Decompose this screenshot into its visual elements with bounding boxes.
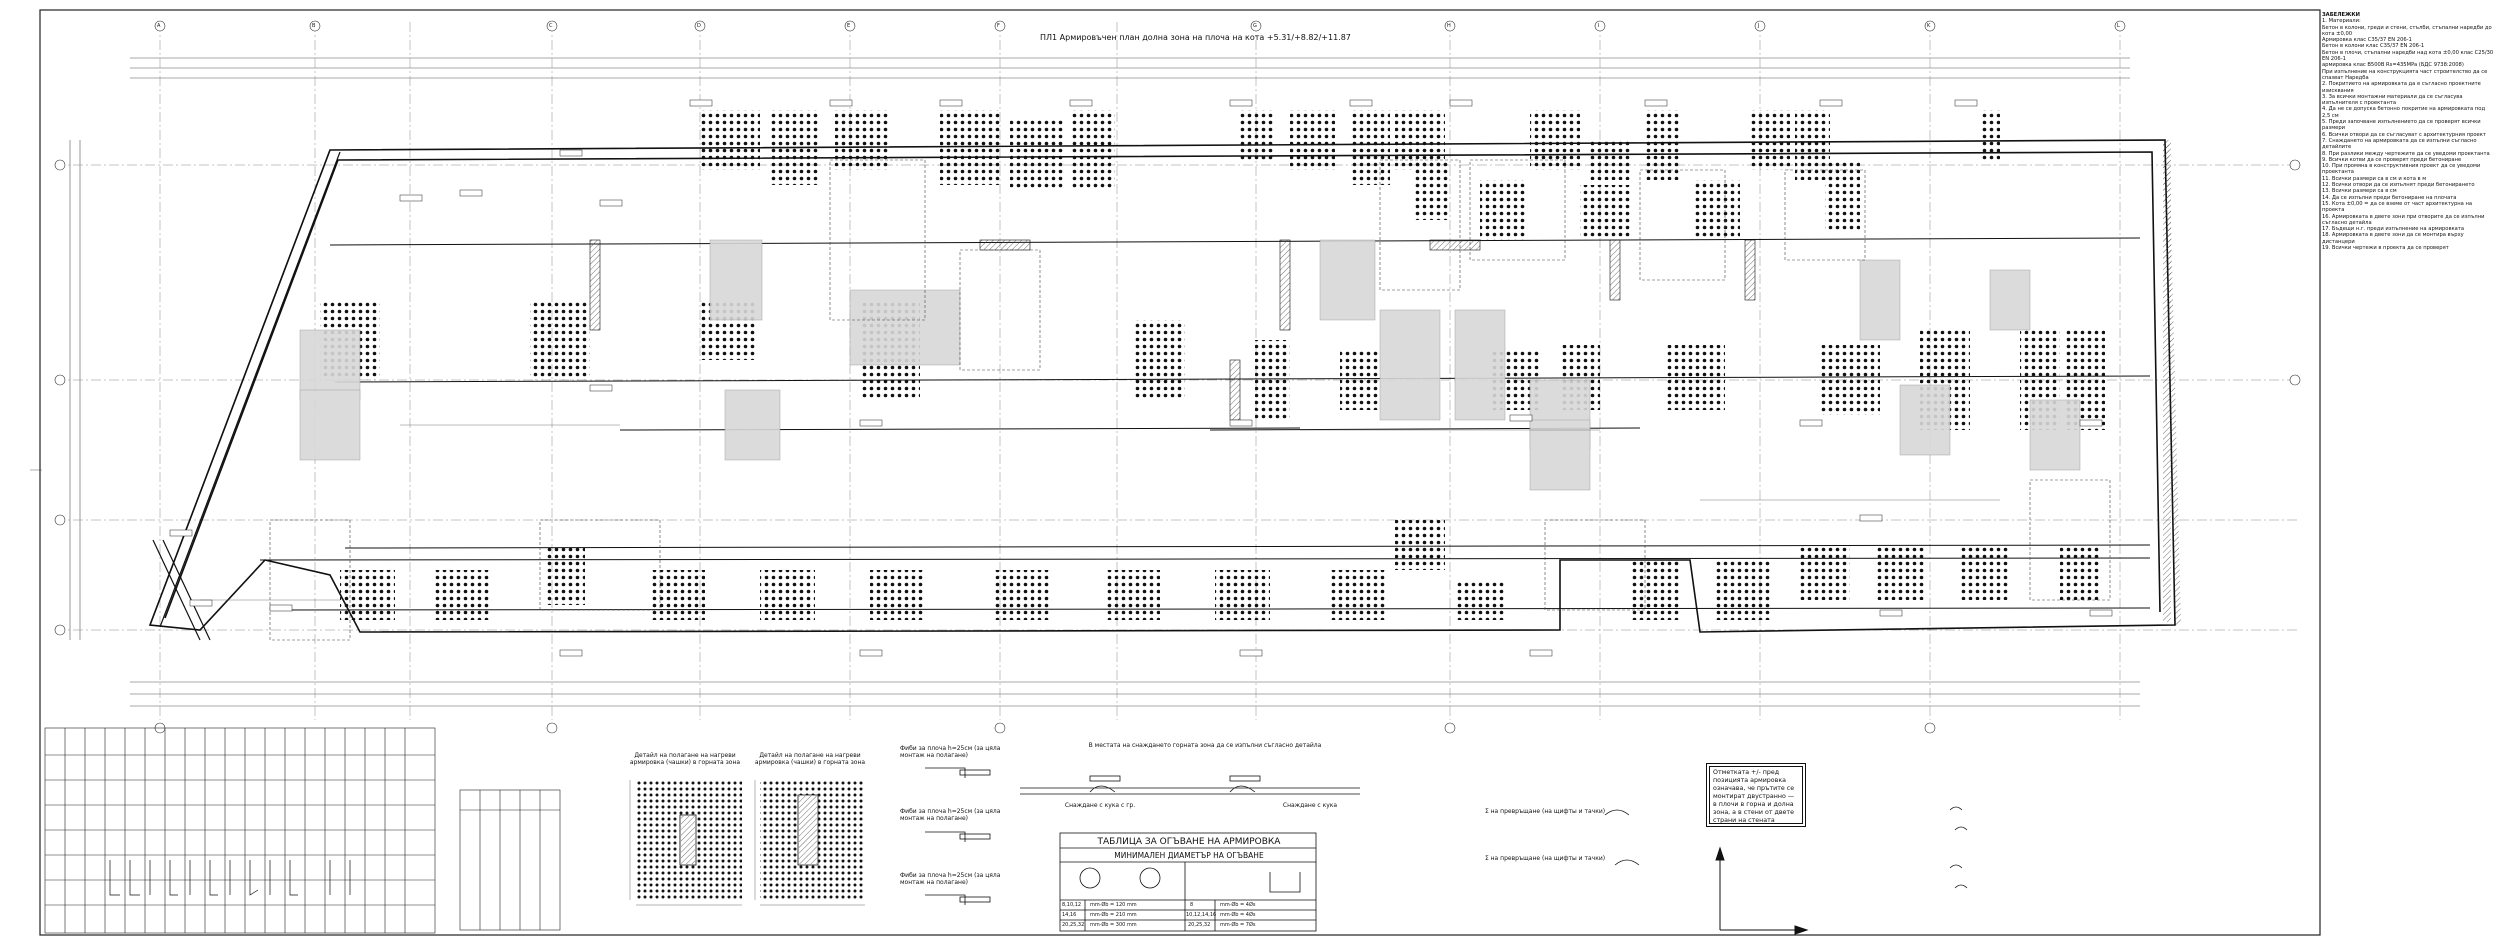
bending-table-subtitle: МИНИМАЛЕН ДИАМЕТЪР НА ОГЪВАНЕ [1114, 851, 1264, 860]
bend-row-3-min2: mm·Øb = 7Øs [1220, 922, 1256, 928]
note-item: 13. Всички размери са в см [2322, 188, 2397, 195]
north-arrow [1715, 846, 1809, 935]
axis-label: B [312, 23, 316, 29]
drawing-title: ПЛ1 Армировъчен план долна зона на плоча… [1040, 33, 1351, 42]
note-item: 12. Всички отвори да се изпълнят преди б… [2322, 182, 2475, 189]
note-item: 2. Покритието на армировката да е съглас… [2322, 81, 2481, 94]
note-item: 18. Армировката в двете зони да се монти… [2322, 232, 2464, 245]
note-item: 19. Всички чертежи в проекта да се прове… [2322, 244, 2449, 251]
bend-row-1-dia2: 8 [1190, 902, 1194, 908]
stirrup2-caption: Фиби за плоча h=25см (за цяла монтаж на … [900, 808, 1001, 822]
axis-label: K [1927, 23, 1931, 29]
bend-row-1-min: mm·Øb = 120 mm [1090, 902, 1137, 908]
notes-heading: ЗАБЕЛЕЖКИ [2322, 12, 2360, 18]
stirrup-sketches [925, 767, 991, 905]
note-item: 9. Всички котви да се проверят преди бет… [2322, 156, 2462, 163]
overlap-caption: В местата на снаждането горната зона да … [1088, 742, 1322, 749]
stirrup1-caption: Фиби за плоча h=25см (за цяла монтаж на … [900, 745, 1001, 759]
remark-box: Отметката +/- пред позицията армировка о… [1706, 763, 1806, 827]
bend-row-2-dia2: 10,12,14,16 [1186, 912, 1217, 918]
overlap-detail [1020, 775, 1360, 795]
bend-row-1-min2: mm·Øb = 4Øs [1220, 902, 1256, 908]
axis-label: F [997, 23, 1000, 29]
note-item: Бетон в колони, греди и стени, стълби, с… [2322, 24, 2492, 37]
axis-label: L [2117, 23, 2120, 29]
note-item: 14. Да се изпълни преди бетониране на пл… [2322, 194, 2457, 201]
bend-row-1-dia: 8,10,12 [1062, 902, 1082, 908]
note-item: 11. Всички размери са в см и кота в м [2322, 175, 2427, 182]
axis-label: C [549, 23, 553, 29]
overlap-example-1: Снаждане с кука с гр. [1064, 802, 1136, 809]
axis-label: A [157, 23, 161, 29]
anchor2-caption: Σ на превръщане (на щифты и тачки) [1484, 855, 1606, 862]
bend-row-2-dia: 14,16 [1062, 912, 1077, 918]
overlap-example-2: Снаждане с кука [1282, 802, 1338, 809]
bending-table-frame [1059, 832, 1317, 932]
stirrup3-caption: Фиби за плоча h=25см (за цяла монтаж на … [900, 872, 1001, 886]
note-item: 6. Всички отвори да се съгласуват с архи… [2322, 131, 2486, 138]
anchor-sketches [1604, 806, 1968, 889]
note-item: Бетон в колони клас C35/37 EN 206-1 [2322, 43, 2425, 50]
bend-row-3-dia: 20,25,32 [1062, 922, 1085, 928]
note-item: Армировка клас C35/37 EN 206-1 [2322, 37, 2412, 44]
rebar-schedule-table [44, 727, 561, 934]
note-item: 8. При разлики между чертежите да се уве… [2322, 150, 2490, 157]
note-item: 5. Преди започване изпълнението да се пр… [2322, 119, 2481, 132]
axis-label: D [697, 23, 701, 29]
bending-table-title: ТАБЛИЦА ЗА ОГЪВАНЕ НА АРМИРОВКА [1097, 837, 1281, 847]
anchor1-caption: Σ на превръщане (на щифты и тачки) [1484, 808, 1606, 815]
note-item: 15. Кота ±0,00 = да се вземе от част арх… [2322, 200, 2473, 214]
detail1-caption: Детайл на полагане на нагреви армировка … [629, 752, 741, 766]
bend-row-3-dia2: 20,25,32 [1188, 922, 1211, 928]
bend-row-2-min2: mm·Øb = 4Øs [1220, 912, 1256, 918]
note-item: армировка клас B500B Rs=435MPa (БДС 9738… [2322, 62, 2464, 69]
note-item: 4. Да не се допуска бетонно покритие на … [2322, 106, 2486, 119]
bend-row-3-min: mm·Øb = 300 mm [1090, 922, 1137, 928]
axis-label: E [847, 23, 851, 29]
axis-label: G [1253, 23, 1257, 29]
detail2-caption: Детайл на полагане на нагреви армировка … [754, 752, 866, 766]
general-notes: ЗАБЕЛЕЖКИ 1. Материали: Бетон в колони, … [2322, 12, 2494, 251]
note-item: 7. Снаждането на армировката да се изпъл… [2322, 137, 2477, 151]
note-item: 17. Бъдещи н.г. преди изпълнение на арми… [2322, 226, 2465, 233]
note-item: 16. Армировката в двете зони при отворит… [2322, 213, 2485, 226]
axis-label: H [1447, 23, 1451, 29]
note-item: Бетон в плочи, стъпални наредби над кота… [2322, 49, 2494, 63]
note-item: 10. При промяна в конструктивния проект … [2322, 163, 2481, 176]
note-item: При изпълнение на конструкцията част стр… [2322, 68, 2488, 81]
axis-label: I [1598, 23, 1600, 29]
note-item: 3. За всички монтажни материали да се съ… [2322, 93, 2463, 107]
axis-label: J [1758, 23, 1760, 29]
note-item: 1. Материали: [2322, 18, 2361, 25]
detail-grids [636, 780, 865, 900]
bend-row-2-min: mm·Øb = 210 mm [1090, 912, 1137, 918]
